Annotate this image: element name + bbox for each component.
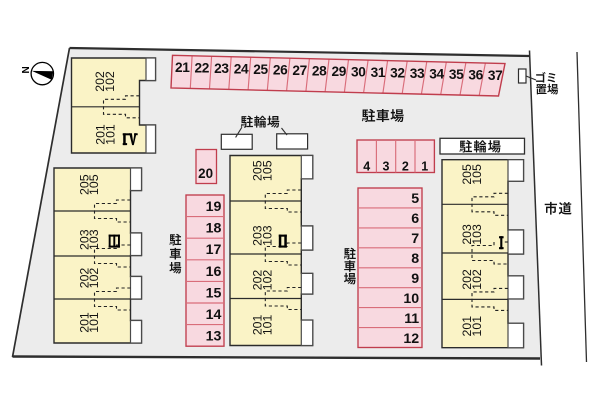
svg-text:202: 202 xyxy=(93,71,107,92)
svg-text:101: 101 xyxy=(470,316,484,337)
svg-text:20: 20 xyxy=(198,166,213,181)
svg-text:101: 101 xyxy=(103,124,117,145)
svg-text:N: N xyxy=(21,66,32,73)
svg-text:4: 4 xyxy=(363,159,370,173)
svg-text:105: 105 xyxy=(87,174,101,195)
svg-text:17: 17 xyxy=(206,242,222,258)
svg-text:2: 2 xyxy=(402,159,409,173)
svg-text:102: 102 xyxy=(260,270,274,291)
svg-text:105: 105 xyxy=(470,164,484,185)
svg-text:201: 201 xyxy=(251,314,265,335)
svg-text:201: 201 xyxy=(77,312,91,333)
svg-text:15: 15 xyxy=(206,285,222,301)
svg-text:21: 21 xyxy=(175,60,190,75)
svg-text:22: 22 xyxy=(195,61,210,76)
svg-text:9: 9 xyxy=(411,271,419,287)
svg-text:37: 37 xyxy=(488,68,503,83)
svg-text:24: 24 xyxy=(234,62,249,77)
svg-text:18: 18 xyxy=(206,221,222,237)
svg-text:105: 105 xyxy=(260,160,274,181)
svg-text:32: 32 xyxy=(390,66,405,81)
svg-text:103: 103 xyxy=(470,224,484,245)
svg-text:29: 29 xyxy=(332,64,347,79)
svg-text:203: 203 xyxy=(460,224,474,245)
svg-text:16: 16 xyxy=(206,264,222,280)
svg-text:31: 31 xyxy=(371,65,386,80)
svg-text:205: 205 xyxy=(251,160,265,181)
svg-text:34: 34 xyxy=(429,67,444,82)
svg-text:14: 14 xyxy=(206,307,222,323)
svg-text:205: 205 xyxy=(77,174,91,195)
svg-text:33: 33 xyxy=(410,66,425,81)
svg-text:26: 26 xyxy=(273,63,288,78)
svg-text:102: 102 xyxy=(87,268,101,289)
svg-text:102: 102 xyxy=(103,71,117,92)
svg-text:19: 19 xyxy=(206,199,222,215)
svg-text:5: 5 xyxy=(411,191,419,207)
svg-text:35: 35 xyxy=(449,67,464,82)
svg-text:13: 13 xyxy=(206,329,222,345)
svg-text:103: 103 xyxy=(260,225,274,246)
svg-text:36: 36 xyxy=(468,68,483,83)
svg-text:7: 7 xyxy=(411,231,419,247)
svg-text:3: 3 xyxy=(383,159,390,173)
svg-text:101: 101 xyxy=(87,312,101,333)
svg-text:11: 11 xyxy=(404,311,419,327)
svg-text:203: 203 xyxy=(77,229,91,250)
svg-text:6: 6 xyxy=(411,211,419,227)
svg-text:202: 202 xyxy=(251,270,265,291)
svg-text:23: 23 xyxy=(214,61,229,76)
svg-text:202: 202 xyxy=(460,269,474,290)
svg-text:201: 201 xyxy=(94,124,108,145)
svg-text:8: 8 xyxy=(411,251,419,267)
svg-text:30: 30 xyxy=(351,65,366,80)
svg-text:1: 1 xyxy=(421,159,428,173)
svg-text:202: 202 xyxy=(77,268,91,289)
svg-text:102: 102 xyxy=(470,269,484,290)
svg-text:101: 101 xyxy=(260,314,274,335)
svg-text:103: 103 xyxy=(87,229,101,250)
svg-text:25: 25 xyxy=(253,62,268,77)
svg-text:12: 12 xyxy=(403,331,419,347)
svg-text:27: 27 xyxy=(292,63,307,78)
svg-text:201: 201 xyxy=(460,316,474,337)
svg-text:203: 203 xyxy=(251,225,265,246)
svg-text:10: 10 xyxy=(403,291,419,307)
svg-text:28: 28 xyxy=(312,64,327,79)
svg-text:205: 205 xyxy=(460,164,474,185)
